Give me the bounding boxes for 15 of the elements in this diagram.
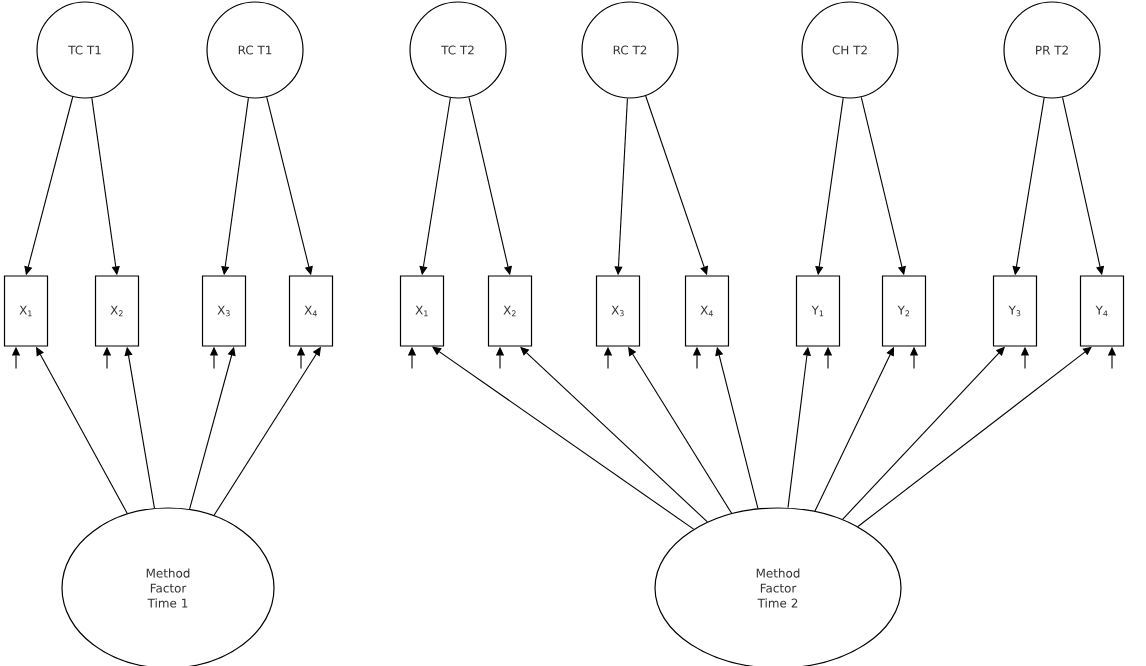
- loading-arrow: [432, 346, 695, 530]
- indicator-box: Y$_{4}$: [1079, 275, 1125, 347]
- indicator-box: Y$_{3}$: [992, 275, 1038, 347]
- indicator-box: Y$_{1}$: [795, 275, 841, 347]
- indicator-box: Y$_{2}$: [881, 275, 927, 347]
- indicator-box: X$_{4}$: [684, 275, 730, 347]
- indicator-box: X$_{4}$: [288, 275, 334, 347]
- indicator-box: X$_{1}$: [3, 275, 49, 347]
- indicator-box: X$_{2}$: [487, 275, 533, 347]
- indicator-box: X$_{1}$: [399, 275, 445, 347]
- loading-arrow: [520, 346, 708, 523]
- indicator-box: X$_{3}$: [201, 275, 247, 347]
- indicator-box: X$_{2}$: [94, 275, 140, 347]
- loading-arrow: [857, 346, 1092, 528]
- indicator-box: X$_{3}$: [595, 275, 641, 347]
